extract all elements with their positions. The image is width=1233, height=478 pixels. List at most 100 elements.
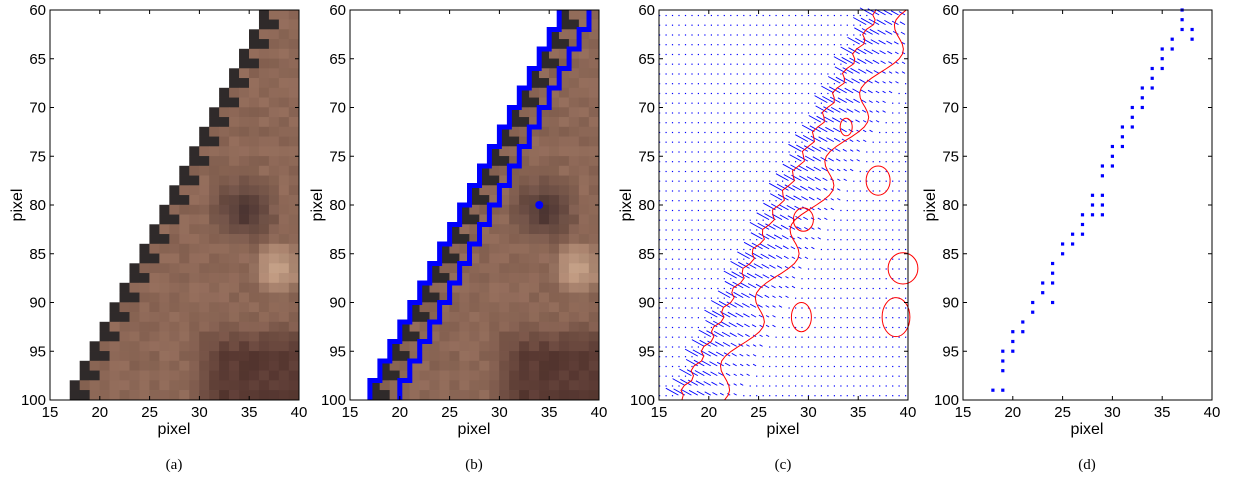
- vector-dot: [730, 287, 732, 290]
- pixel-cell: [349, 136, 361, 147]
- vector-dot: [736, 44, 738, 46]
- vector-dot: [730, 141, 732, 143]
- pixel-cell: [278, 136, 290, 147]
- pixel-cell: [459, 302, 470, 313]
- vector-arrow: [849, 139, 854, 142]
- vector-arrow: [826, 137, 835, 142]
- pixel-cell: [499, 204, 510, 215]
- pixel-cell: [509, 156, 520, 167]
- vector-arrow: [752, 344, 757, 347]
- pixel-cell: [578, 380, 590, 391]
- vector-dot: [665, 112, 667, 114]
- pixel-cell: [529, 253, 540, 264]
- vector-dot: [671, 151, 674, 153]
- pixel-cell: [89, 136, 100, 147]
- vector-dot: [795, 83, 797, 85]
- vector-dot: [769, 385, 771, 387]
- pixel-cell: [149, 117, 160, 128]
- pixel-cell: [588, 273, 600, 284]
- pixel-cell: [529, 39, 540, 50]
- pixel-cell: [529, 263, 540, 274]
- pixel-cell: [189, 302, 200, 313]
- vector-dot: [827, 258, 829, 260]
- pixel-cell: [359, 146, 371, 157]
- vector-dot: [678, 219, 680, 221]
- pixel-cell: [109, 390, 120, 401]
- pixel-cell: [578, 302, 590, 313]
- pixel-cell: [219, 380, 230, 391]
- pixel-cell: [139, 146, 150, 157]
- pixel-cell: [288, 341, 300, 352]
- vector-dot: [892, 365, 894, 368]
- pixel-cell: [429, 9, 440, 20]
- pixel-cell: [549, 58, 560, 69]
- pixel-cell: [219, 58, 230, 69]
- pixel-cell: [179, 29, 190, 40]
- pixel-cell: [268, 126, 280, 137]
- pixel-cell: [359, 331, 371, 342]
- pixel-cell: [288, 351, 300, 362]
- vector-dot: [814, 44, 816, 46]
- data-point: [1051, 281, 1055, 285]
- vector-dot: [717, 190, 719, 192]
- vector-dot: [717, 268, 719, 270]
- pixel-cell: [439, 321, 450, 332]
- vector-arrow: [754, 273, 763, 279]
- vector-dot: [801, 356, 803, 358]
- pixel-cell: [149, 97, 160, 108]
- pixel-cell: [99, 224, 110, 235]
- pixel-cell: [529, 341, 540, 352]
- vector-arrow: [796, 144, 809, 152]
- pixel-cell: [578, 234, 590, 245]
- vector-arrow: [856, 48, 867, 55]
- pixel-cell: [549, 380, 560, 391]
- pixel-cell: [69, 390, 81, 401]
- vector-dot: [730, 209, 732, 212]
- vector-arrow: [783, 255, 789, 259]
- pixel-cell: [229, 87, 240, 98]
- pixel-cell: [149, 58, 160, 69]
- pixel-cell: [288, 19, 300, 30]
- vector-dot: [671, 307, 674, 309]
- vector-dot: [872, 375, 874, 377]
- pixel-cell: [389, 224, 400, 235]
- pixel-cell: [169, 321, 180, 332]
- vector-dot: [905, 395, 907, 397]
- pixel-cell: [139, 341, 150, 352]
- pixel-cell: [109, 282, 120, 293]
- pixel-cell: [469, 9, 480, 20]
- pixel-cell: [219, 97, 230, 108]
- vector-dot: [684, 44, 687, 46]
- vector-dot: [710, 229, 712, 231]
- pixel-cell: [409, 117, 420, 128]
- vector-arrow: [778, 285, 783, 289]
- pixel-cell: [179, 126, 190, 137]
- pixel-cell: [489, 156, 500, 167]
- vector-dot: [892, 190, 894, 192]
- pixel-cell: [179, 302, 190, 313]
- pixel-cell: [189, 185, 200, 196]
- pixel-cell: [399, 87, 410, 98]
- vector-arrow: [830, 198, 835, 201]
- pixel-cell: [429, 282, 440, 293]
- vector-dot: [866, 336, 868, 338]
- pixel-cell: [369, 234, 381, 245]
- vector-dot: [684, 375, 687, 377]
- pixel-cell: [369, 263, 381, 274]
- pixel-cell: [169, 87, 180, 98]
- pixel-cell: [209, 146, 220, 157]
- vector-arrow: [698, 329, 712, 337]
- vector-arrow: [795, 216, 802, 220]
- pixel-cell: [459, 19, 470, 30]
- pixel-cell: [89, 9, 100, 20]
- vector-dot: [846, 365, 848, 368]
- pixel-cell: [539, 273, 550, 284]
- pixel-cell: [189, 126, 200, 137]
- vector-arrow: [746, 363, 750, 367]
- vector-dot: [892, 326, 894, 329]
- pixel-cell: [179, 273, 190, 284]
- pixel-cell: [369, 126, 381, 137]
- vector-dot: [807, 73, 810, 75]
- vector-dot: [820, 112, 822, 114]
- vector-dot: [814, 92, 816, 95]
